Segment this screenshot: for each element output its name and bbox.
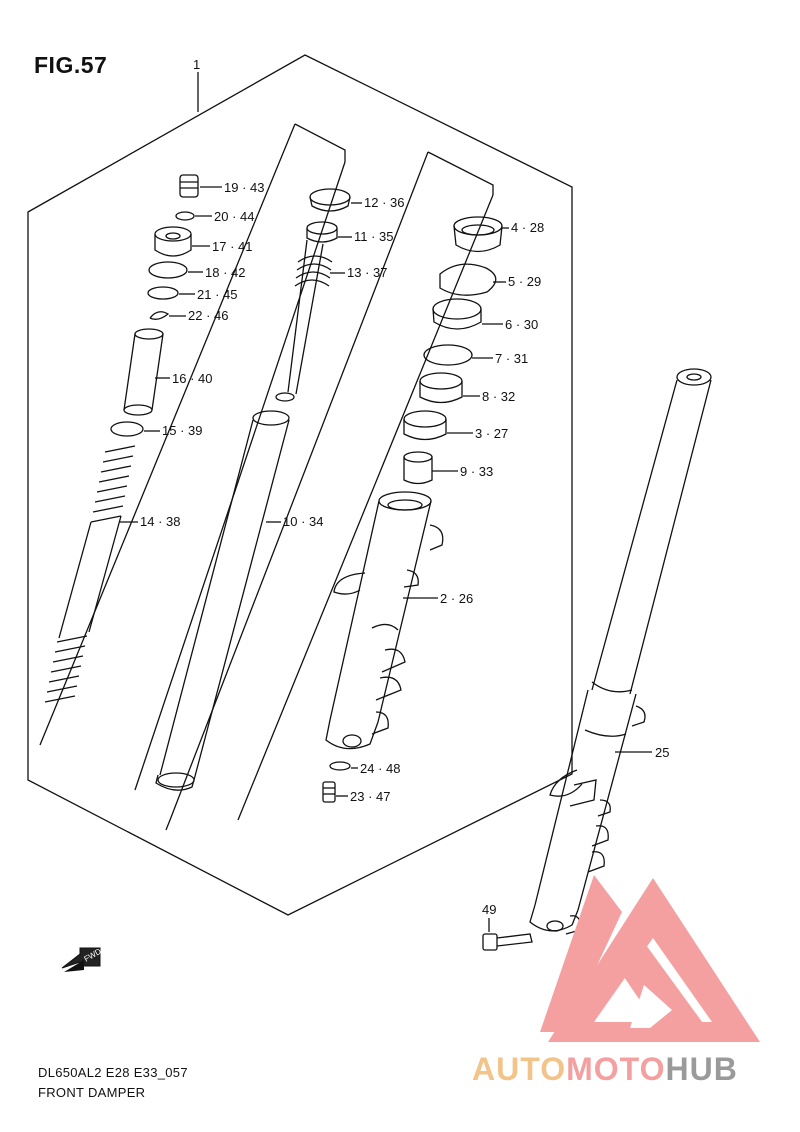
callout-13-37: 13 · 37 xyxy=(347,265,388,280)
callout-16-40: 16 · 40 xyxy=(172,371,213,386)
watermark-logo-icon xyxy=(540,875,760,1042)
callout-8-32: 8 · 32 xyxy=(482,389,516,404)
watermark-brand: AUTOMOTOHUB xyxy=(472,1051,738,1088)
callout-15-39: 15 · 39 xyxy=(162,423,203,438)
callout-17-41: 17 · 41 xyxy=(212,239,253,254)
callout-3-27: 3 · 27 xyxy=(475,426,509,441)
callout-49: 49 xyxy=(482,902,497,917)
figure-title: FIG.57 xyxy=(34,52,108,78)
callout-18-42: 18 · 42 xyxy=(205,265,246,280)
fork-spring-part xyxy=(44,445,136,703)
watermark-text-hub: HUB xyxy=(665,1051,738,1087)
o-ring-small-part xyxy=(175,211,195,221)
callout-7-31: 7 · 31 xyxy=(495,351,529,366)
footer-code: DL650AL2 E28 E33_057 xyxy=(38,1065,188,1080)
fork-assembly-part xyxy=(529,368,712,935)
assembly-ref-label: 1 xyxy=(193,57,201,72)
callout-12-36: 12 · 36 xyxy=(364,195,405,210)
callout-6-30: 6 · 30 xyxy=(505,317,539,332)
callout-11-35: 11 · 35 xyxy=(354,229,394,244)
callout-2-26: 2 · 26 xyxy=(440,591,474,606)
callout-20-44: 20 · 44 xyxy=(214,209,255,224)
callout-9-33: 9 · 33 xyxy=(460,464,494,479)
callout-22-46: 22 · 46 xyxy=(188,308,229,323)
watermark-text-auto: AUTO xyxy=(472,1051,567,1087)
callout-21-45: 21 · 45 xyxy=(197,287,238,302)
watermark-text-moto: MOTO xyxy=(566,1051,666,1087)
callout-25: 25 xyxy=(655,745,670,760)
callout-5-29: 5 · 29 xyxy=(508,274,542,289)
footer-name: FRONT DAMPER xyxy=(38,1085,146,1100)
fwd-arrow-icon xyxy=(61,947,101,972)
callout-23-47: 23 · 47 xyxy=(350,789,391,804)
assembly-outline xyxy=(27,54,573,916)
callout-19-43: 19 · 43 xyxy=(224,180,265,195)
callout-14-38: 14 · 38 xyxy=(140,514,181,529)
cap-bolt-part xyxy=(179,174,199,198)
callout-4-28: 4 · 28 xyxy=(511,220,545,235)
callout-10-34: 10 · 34 xyxy=(283,514,324,529)
outer-tube-part xyxy=(325,491,444,750)
callout-24-48: 24 · 48 xyxy=(360,761,401,776)
